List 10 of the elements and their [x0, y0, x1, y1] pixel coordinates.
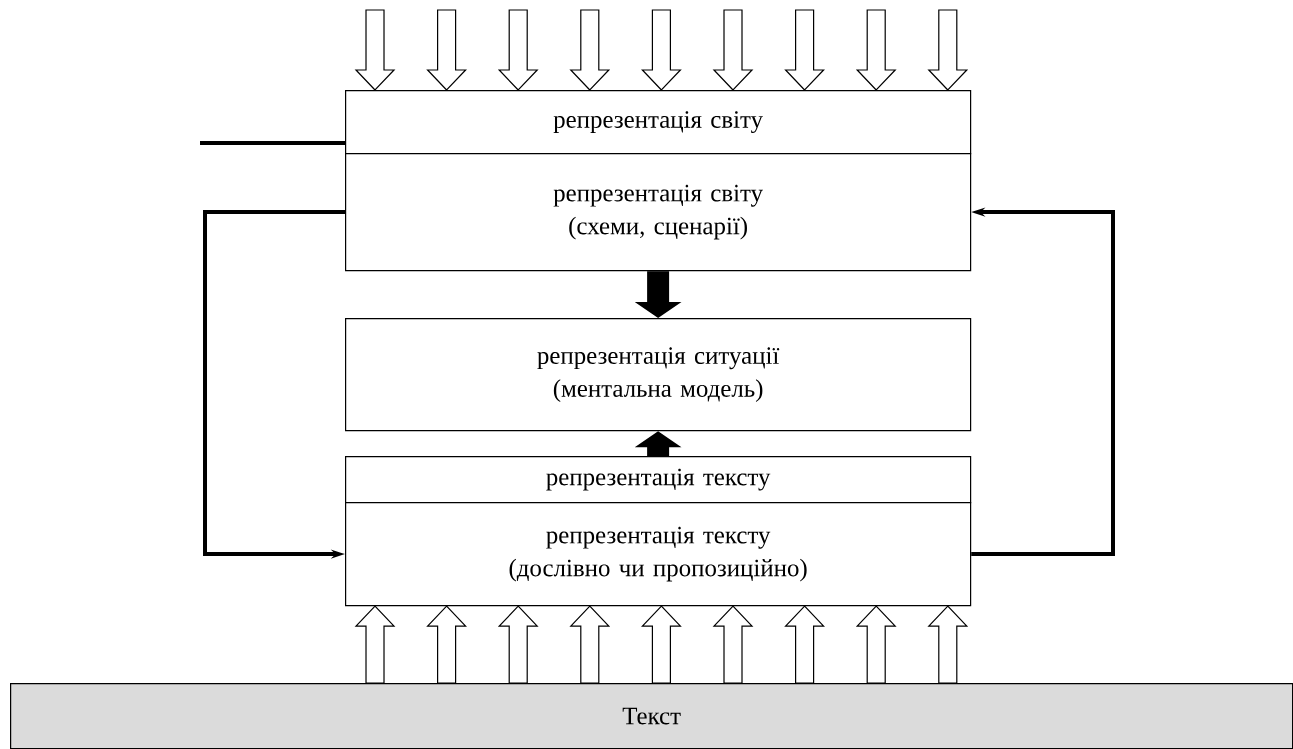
process-box: репрезентація світу (схеми, сценарії)	[345, 153, 972, 272]
block-arrow	[784, 9, 825, 91]
block-arrow	[426, 605, 467, 684]
label-strip: репрезентація тексту	[345, 456, 972, 504]
process-box: репрезентація ситуації (ментальна модель)	[345, 318, 972, 432]
label-strip: репрезентація світу	[345, 90, 972, 155]
line	[200, 141, 345, 145]
block-arrow	[784, 605, 825, 684]
ground-band: Текст	[10, 683, 1293, 749]
block-arrow	[426, 9, 467, 91]
